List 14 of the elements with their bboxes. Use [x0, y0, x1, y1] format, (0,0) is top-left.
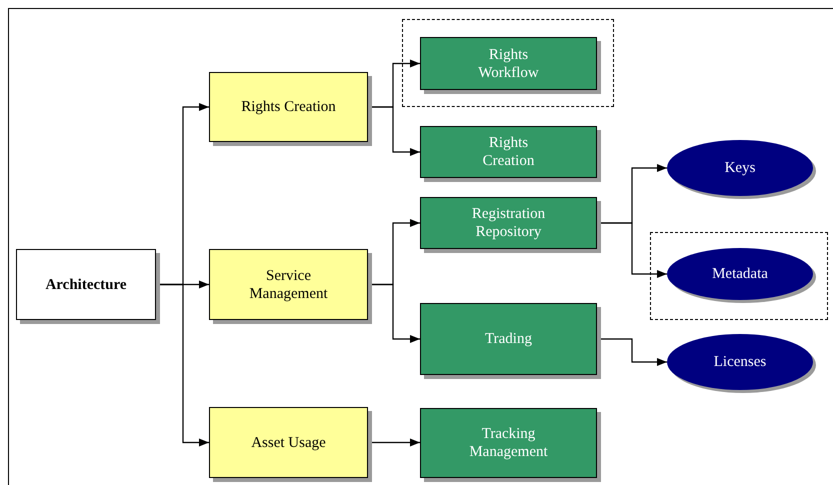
dashed-group-box: [650, 232, 828, 320]
node-label: Licenses: [714, 353, 766, 371]
node-label: Keys: [724, 159, 756, 177]
dashed-group-box: [402, 19, 614, 107]
node-label: Service Management: [248, 266, 329, 302]
node-label: Architecture: [45, 276, 127, 294]
node-label: Trading: [485, 330, 532, 348]
node-label: Registration Repository: [470, 205, 546, 241]
node-label: Rights Creation: [482, 134, 536, 170]
node-label: Rights Creation: [241, 98, 336, 116]
node-label: Metadata: [712, 265, 768, 283]
node-label: Asset Usage: [251, 434, 326, 452]
node-label: Tracking Management: [468, 425, 549, 461]
node-label: Rights Workflow: [477, 46, 540, 82]
